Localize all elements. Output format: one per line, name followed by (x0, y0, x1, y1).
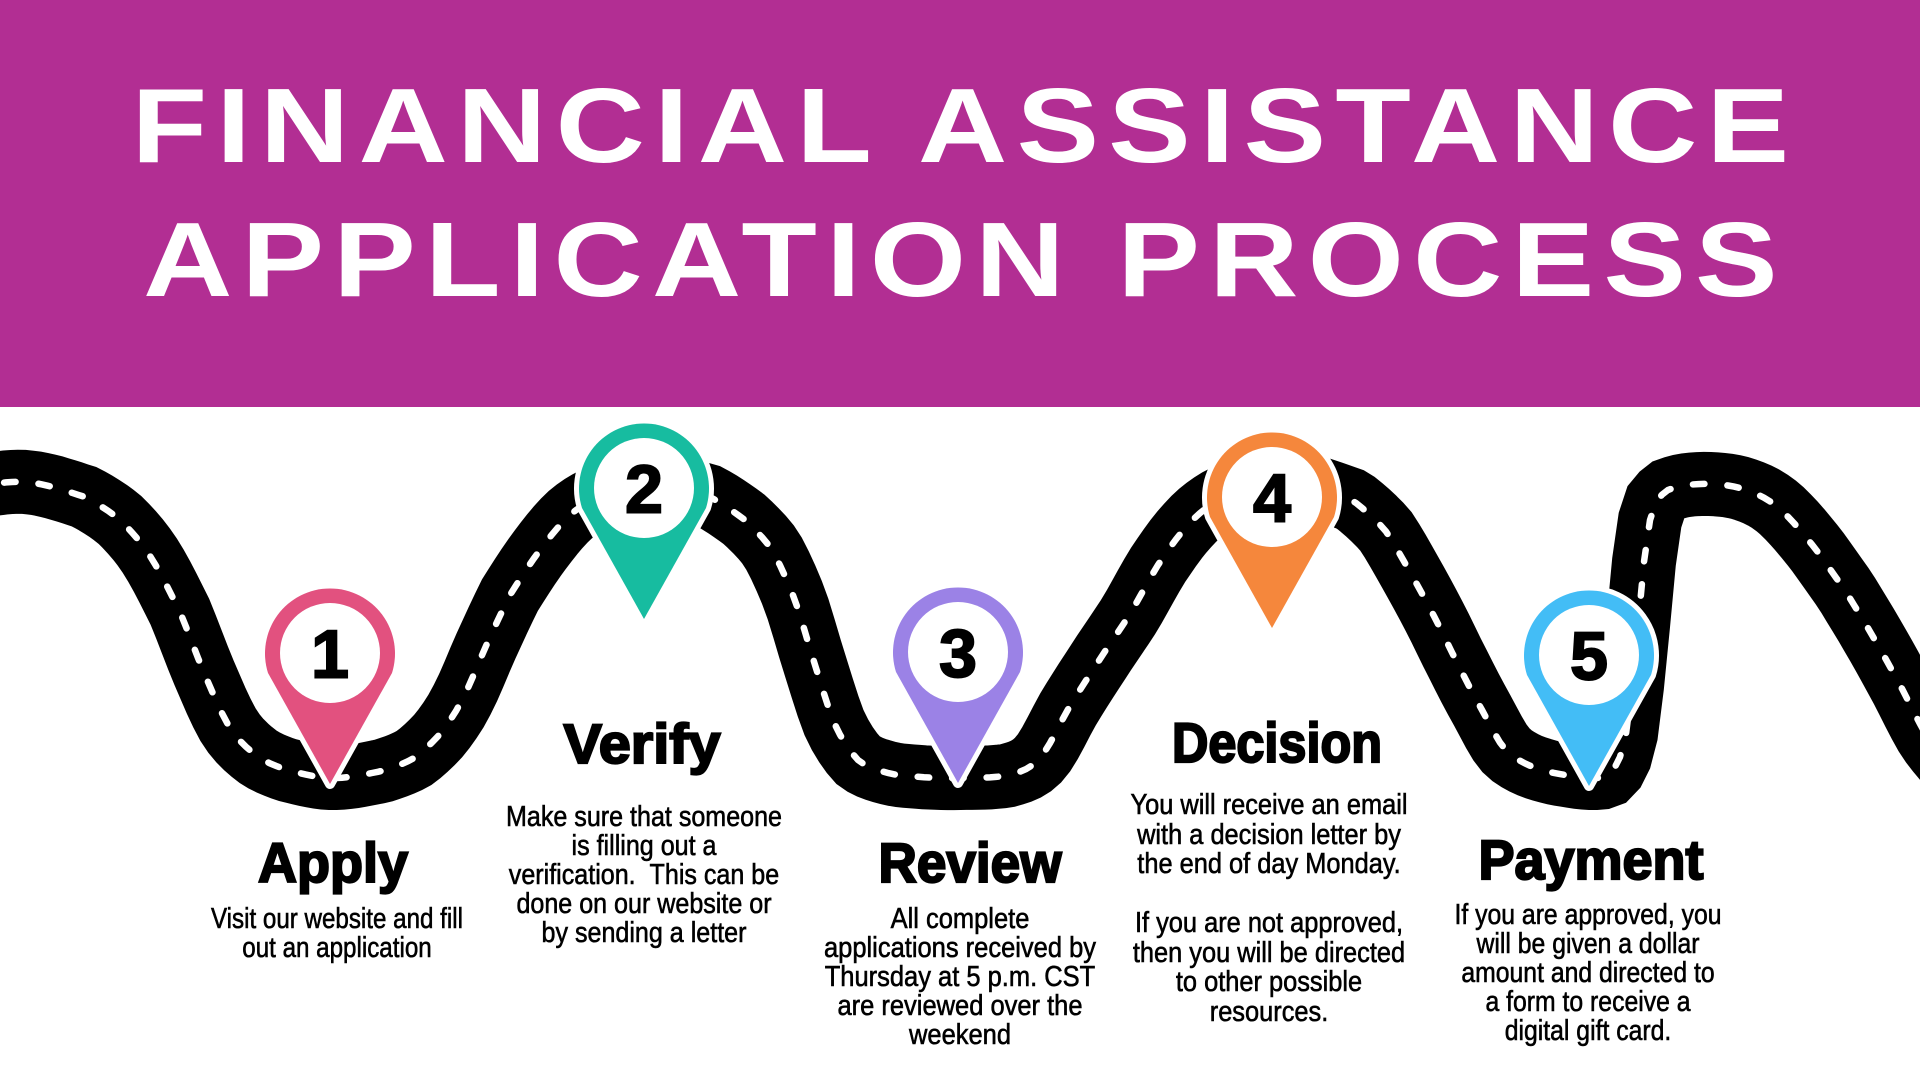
svg-text:4: 4 (1253, 461, 1291, 537)
svg-text:3: 3 (939, 616, 977, 692)
svg-text:1: 1 (311, 617, 349, 693)
svg-text:2: 2 (625, 452, 663, 528)
svg-text:5: 5 (1570, 619, 1608, 695)
